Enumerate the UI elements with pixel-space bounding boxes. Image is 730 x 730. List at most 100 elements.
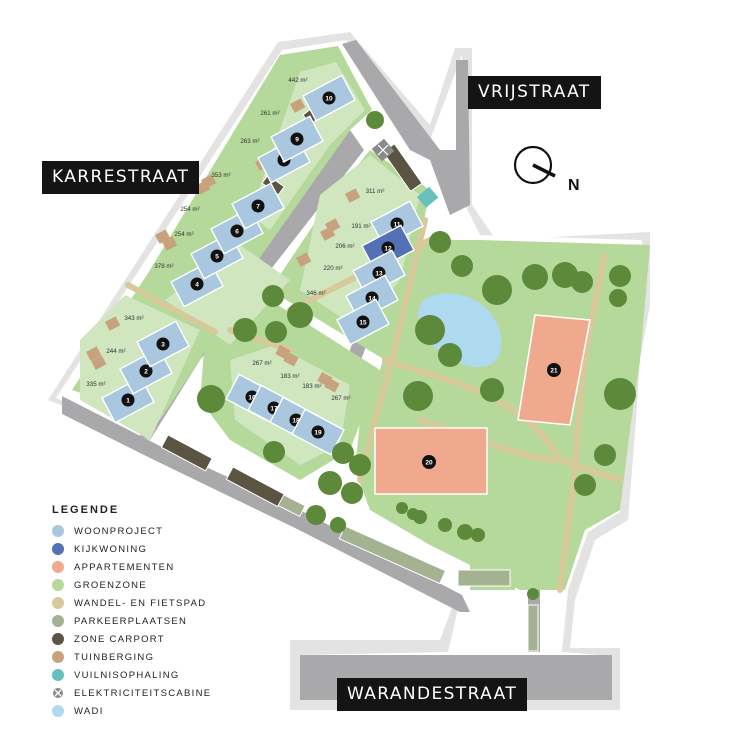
street-label-karrestraat: KARRESTRAAT (42, 161, 200, 194)
tree-icon (594, 444, 616, 466)
legend-item: WOONPROJECT (52, 522, 211, 540)
tree-icon (609, 289, 627, 307)
legend-swatch-icon (52, 651, 64, 663)
lot-number: 15 (359, 320, 367, 327)
legend-swatch-icon (52, 597, 64, 609)
lot-area-label: 261 m² (260, 110, 279, 117)
lot-area-label: 220 m² (323, 265, 342, 272)
tree-icon (396, 502, 408, 514)
lot-number: 18 (292, 418, 300, 425)
tree-icon (287, 302, 313, 328)
tree-icon (438, 343, 462, 367)
legend-item: GROENZONE (52, 576, 211, 594)
legend-item: PARKEERPLAATSEN (52, 612, 211, 630)
tree-icon (480, 378, 504, 402)
legend-swatch-icon (52, 579, 64, 591)
legend-label: ZONE CARPORT (74, 633, 165, 645)
lot-number-marker (322, 91, 336, 105)
tree-icon (609, 265, 631, 287)
lot-number-marker (210, 249, 224, 263)
lot-area-label: 191 m² (351, 223, 370, 230)
tree-icon (262, 285, 284, 307)
legend-swatch-icon (52, 705, 64, 717)
lot-number: 13 (375, 271, 383, 278)
trees (197, 111, 636, 600)
tree-icon (457, 524, 473, 540)
parking-spaces (275, 493, 539, 652)
apartment-number-marker (422, 455, 436, 469)
tree-icon (571, 271, 593, 293)
lot-number-marker (311, 425, 325, 439)
electricity-cabin-icon (371, 138, 395, 162)
tree-icon (341, 482, 363, 504)
legend-item: KIJKWONING (52, 540, 211, 558)
tree-icon (604, 378, 636, 410)
legend-swatch-icon (52, 669, 64, 681)
street-label-warandestraat: WARANDESTRAAT (337, 678, 528, 711)
lot-number: 16 (248, 395, 256, 402)
tree-icon (429, 231, 451, 253)
lot-area-label: 346 m² (306, 290, 325, 297)
lot-number: 1 (126, 398, 130, 405)
lot-number: 10 (325, 96, 333, 103)
lot-number-marker (230, 224, 244, 238)
legend-swatch-icon (52, 615, 64, 627)
wadi-pond (418, 293, 502, 368)
house-lot[interactable]: 15 346 m² (306, 290, 390, 346)
lot-number: 6 (235, 229, 239, 236)
tree-icon (471, 528, 485, 542)
lot-area-label: 267 m² (252, 360, 271, 367)
lot-number-marker (156, 337, 170, 351)
tree-icon (332, 442, 354, 464)
lot-number-marker (190, 277, 204, 291)
tree-icon (482, 275, 512, 305)
tree-icon (263, 441, 285, 463)
lot-area-label: 343 m² (124, 315, 143, 322)
apartment-number-marker (547, 363, 561, 377)
legend-label: PARKEERPLAATSEN (74, 615, 188, 627)
lot-area-label: 244 m² (106, 348, 125, 355)
lot-number-marker (251, 199, 265, 213)
legend-label: VUILNISOPHALING (74, 669, 180, 681)
legend-swatch-icon (52, 543, 64, 555)
lot-area-label: 263 m² (240, 138, 259, 145)
legend-item: ELEKTRICITEITSCABINE (52, 684, 211, 702)
legend-title: LEGENDE (52, 504, 120, 516)
tree-icon (330, 517, 346, 533)
lot-number-marker (139, 364, 153, 378)
tree-icon (527, 588, 539, 600)
lot-area-label: 378 m² (154, 263, 173, 270)
lot-number-marker (356, 315, 370, 329)
tree-icon (451, 255, 473, 277)
waste-collection-area (417, 186, 439, 208)
tree-icon (366, 111, 384, 129)
lot-number-marker (121, 393, 135, 407)
lot-area-label: 183 m² (302, 383, 321, 390)
lot-number: 11 (394, 222, 401, 229)
lot-number: 14 (368, 296, 376, 303)
tree-icon (306, 505, 326, 525)
lot-number: 5 (215, 254, 219, 261)
lot-area-label: 311 m² (366, 188, 385, 195)
legend-item: WADI (52, 702, 211, 720)
tree-icon (349, 454, 371, 476)
legend-item: ZONE CARPORT (52, 630, 211, 648)
tree-icon (197, 385, 225, 413)
legend-label: KIJKWONING (74, 543, 148, 555)
lot-number: 7 (256, 204, 260, 211)
tree-icon (415, 315, 445, 345)
legend-label: WADI (74, 705, 104, 717)
apartment-number: 20 (425, 460, 433, 467)
legend-item: TUINBERGING (52, 648, 211, 666)
legend-label: GROENZONE (74, 579, 147, 591)
lot-area-label: 254 m² (174, 231, 193, 238)
compass-icon (513, 145, 556, 185)
tree-icon (403, 381, 433, 411)
compass-north-label: N (568, 177, 580, 194)
legend-label: ELEKTRICITEITSCABINE (74, 687, 212, 699)
